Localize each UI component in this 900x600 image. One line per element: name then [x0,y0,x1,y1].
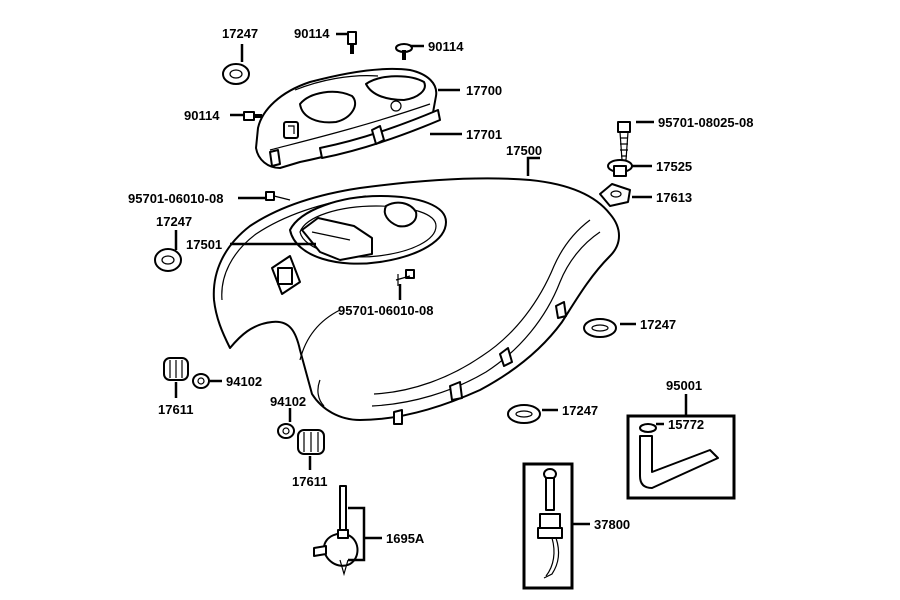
washer-94102-left [192,373,210,389]
grommet-17247-lower [507,404,541,424]
label-90114-a: 90114 [294,26,330,41]
label-95701-06010-08-left: 95701-06010-08 [128,191,223,206]
grommet-17247-left [154,248,182,272]
grommet-17247-right [583,318,617,338]
nut-17613 [599,183,631,207]
label-17247-top: 17247 [222,26,258,41]
screw-90114-a [347,31,357,54]
label-15772: 15772 [668,417,704,432]
label-1695A: 1695A [386,531,425,546]
washer-94102-lower [277,423,295,439]
screw-90114-c [243,111,262,121]
tank-top-cover [255,67,441,169]
fuel-tank [212,177,620,425]
label-17613: 17613 [656,190,692,205]
part-labels: 17247 90114 90114 17700 90114 17701 9570… [128,26,753,546]
screw-90114-b [395,43,413,60]
bolt-95701-08025-08 [617,121,631,161]
washer-17525 [607,159,633,177]
fuel-cock-1695A [313,485,359,577]
hose-box-95001 [626,414,736,500]
label-17247-right: 17247 [640,317,676,332]
rubber-mount-17611-lower [297,429,325,455]
label-17500: 17500 [506,143,542,158]
fuel-gauge-box-37800 [522,462,574,590]
label-17501: 17501 [186,237,222,252]
label-37800: 37800 [594,517,630,532]
label-17611-lower: 17611 [292,474,327,489]
label-17700: 17700 [466,83,502,98]
label-95701-06010-08-center: 95701-06010-08 [338,303,433,318]
label-90114-b: 90114 [428,39,464,54]
label-17525: 17525 [656,159,692,174]
bolt-95701-06010-08-left [265,191,291,201]
label-17247-lower: 17247 [562,403,598,418]
leader-lines [174,32,688,562]
grommet-17247-top [222,63,250,85]
label-17701: 17701 [466,127,502,142]
label-17611-left: 17611 [158,402,193,417]
label-94102-lower: 94102 [270,394,306,409]
label-94102-left: 94102 [226,374,262,389]
label-95001: 95001 [666,378,702,393]
rubber-mount-17611-left [163,357,189,381]
label-95701-08025-08: 95701-08025-08 [658,115,753,130]
label-90114-c: 90114 [184,108,220,123]
label-17247-left: 17247 [156,214,192,229]
bolt-95701-06010-08-center [395,269,415,286]
